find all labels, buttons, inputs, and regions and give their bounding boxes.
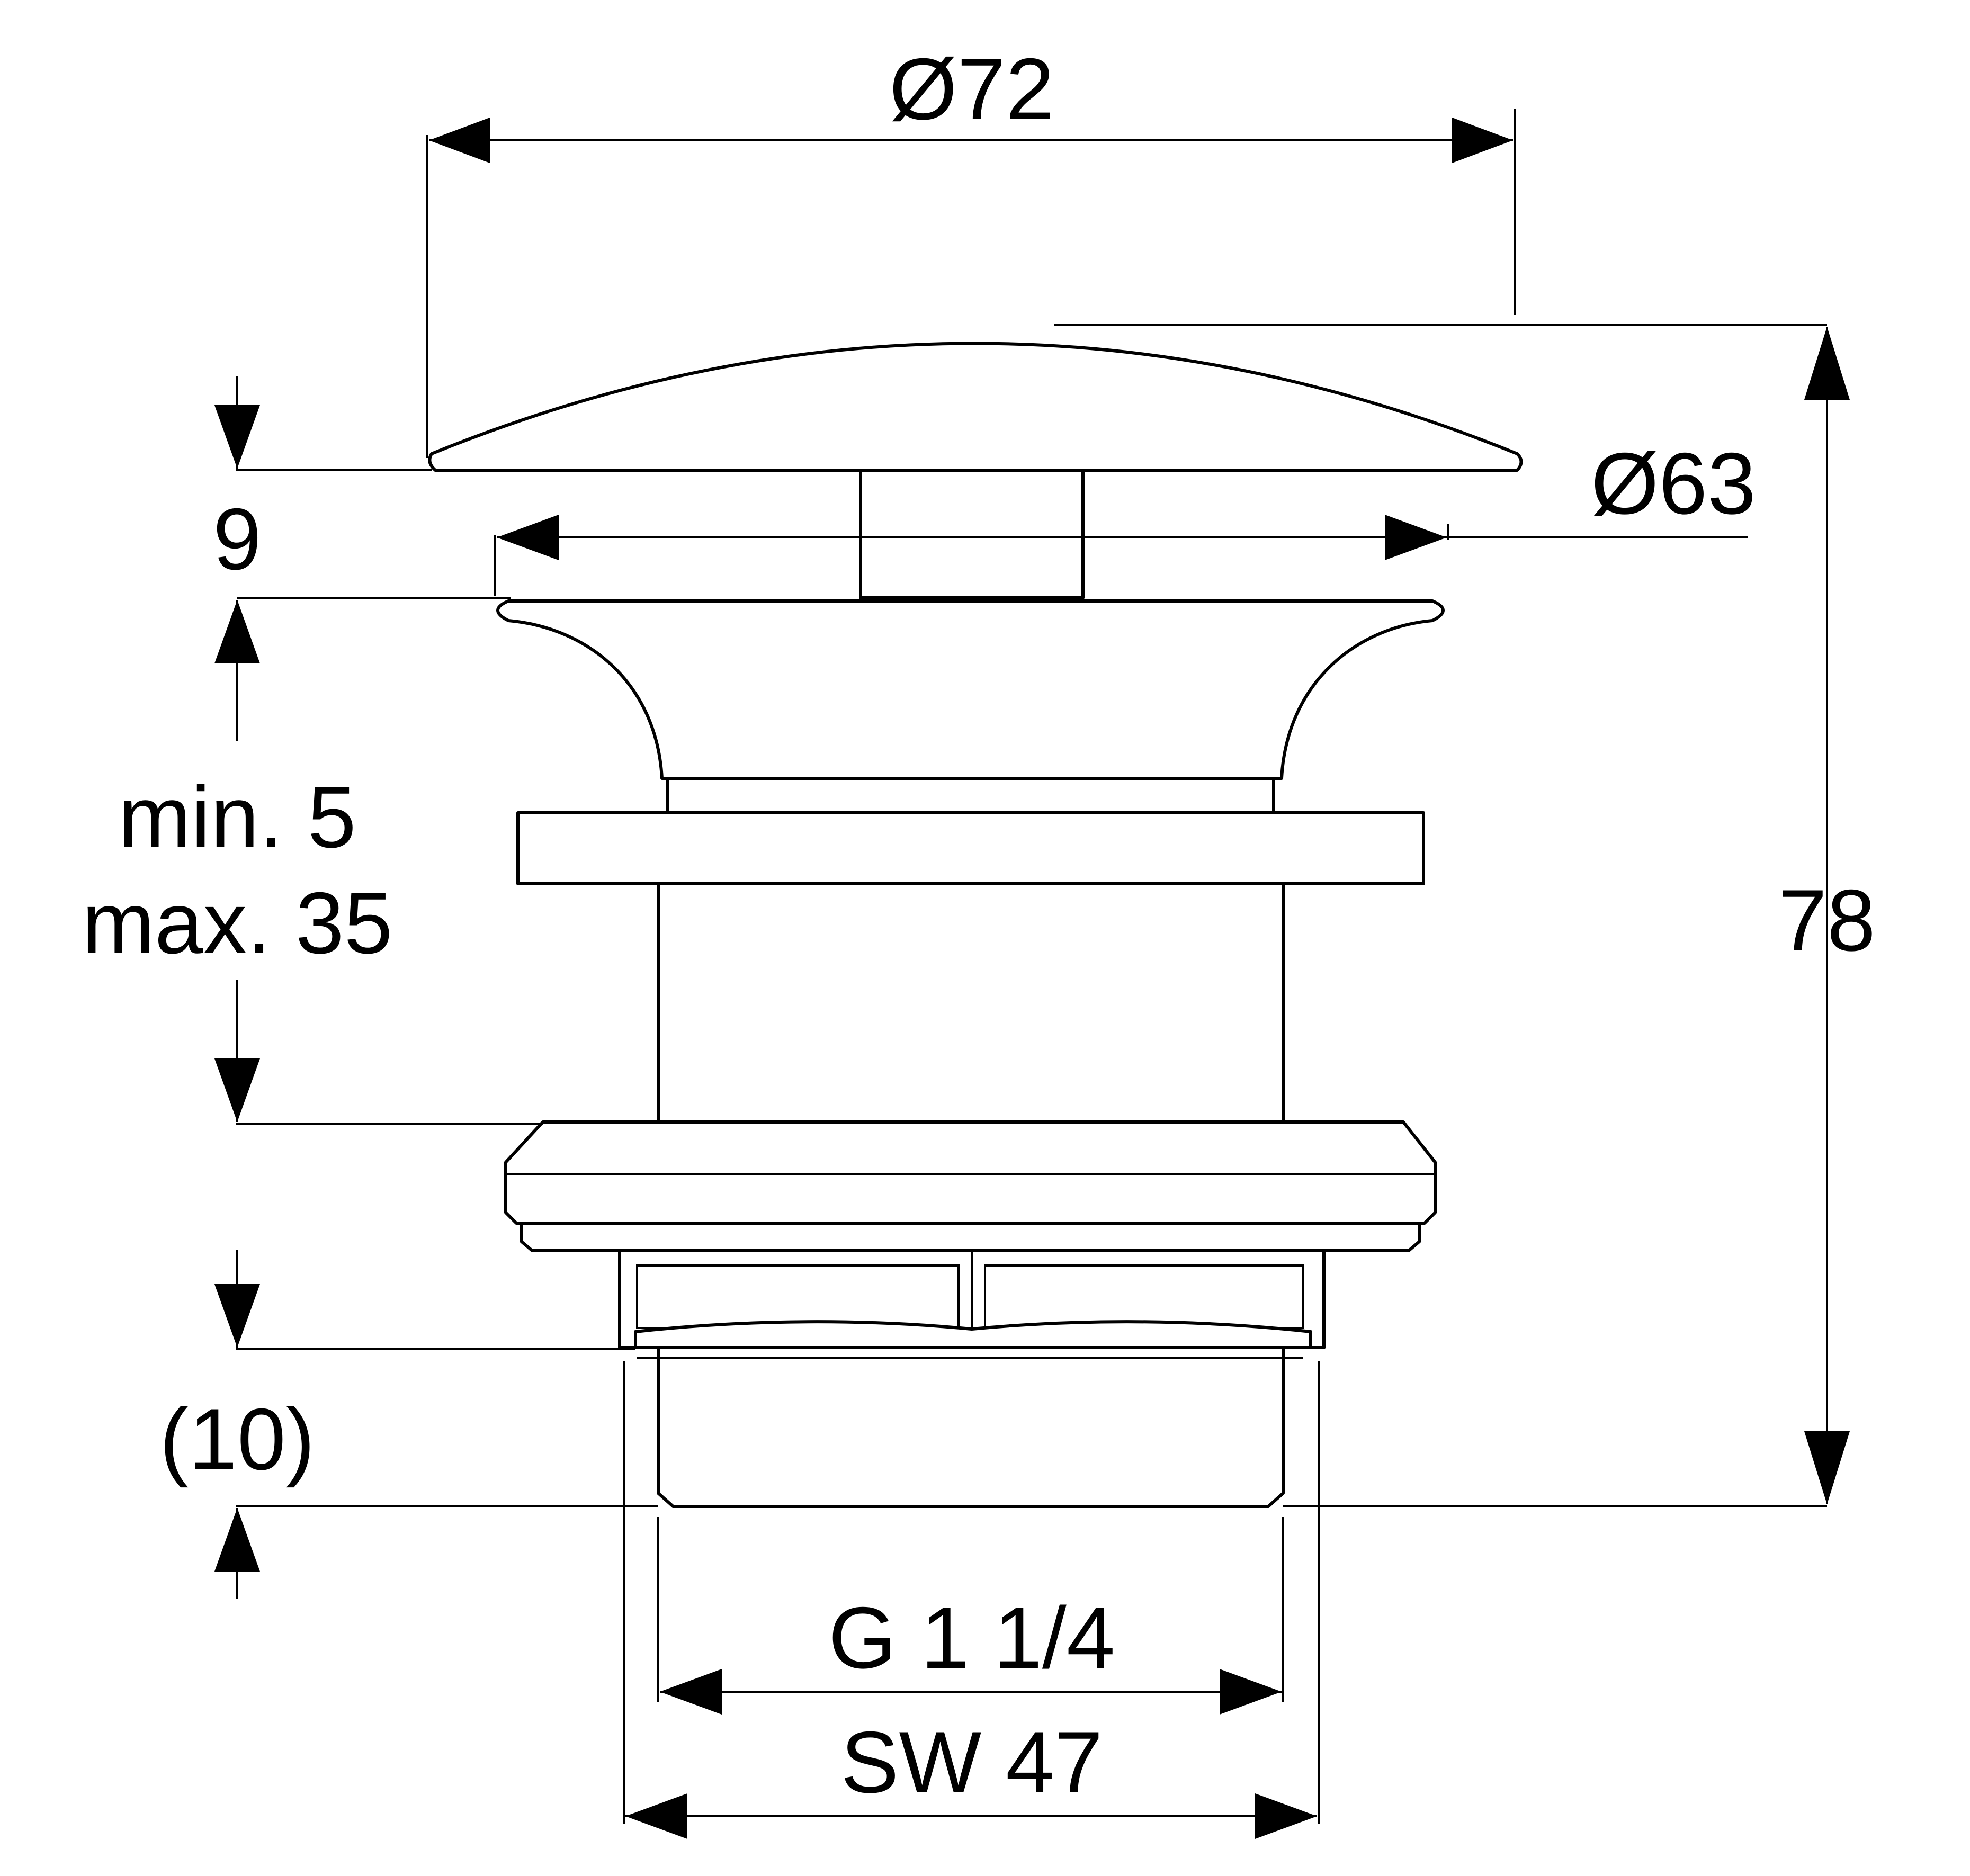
label-thread-size: G 1 1/4	[828, 1589, 1115, 1686]
sleeve-cutaway-right	[984, 1264, 1304, 1329]
label-cap-diameter: Ø72	[889, 40, 1054, 138]
dimension-labels: Ø72 Ø63 9 min. 5 max. 35 78 (10) G 1 1/4…	[82, 40, 1876, 1811]
sealing-washer	[516, 811, 1425, 885]
label-clamp-min: min. 5	[118, 768, 356, 866]
label-thread-length: (10)	[159, 1390, 315, 1488]
flange-collar	[496, 599, 1445, 780]
nut-washer	[520, 1222, 1421, 1252]
label-clamp-max: max. 35	[82, 874, 393, 972]
collar-neck	[666, 777, 1275, 814]
body-tube	[657, 882, 1285, 1124]
domed-cap	[428, 342, 1523, 472]
sleeve-inner-band	[634, 1320, 1312, 1349]
label-total-height: 78	[1778, 872, 1876, 969]
label-cap-height: 9	[213, 490, 262, 588]
drain-part	[428, 342, 1523, 1508]
fixing-nut	[504, 1120, 1437, 1225]
label-wrench-size: SW 47	[840, 1713, 1103, 1811]
threaded-tail	[657, 1346, 1285, 1508]
dimension-lines	[214, 109, 1850, 1839]
label-flange-diameter: Ø63	[1591, 435, 1756, 532]
valve-stem	[859, 468, 1085, 599]
